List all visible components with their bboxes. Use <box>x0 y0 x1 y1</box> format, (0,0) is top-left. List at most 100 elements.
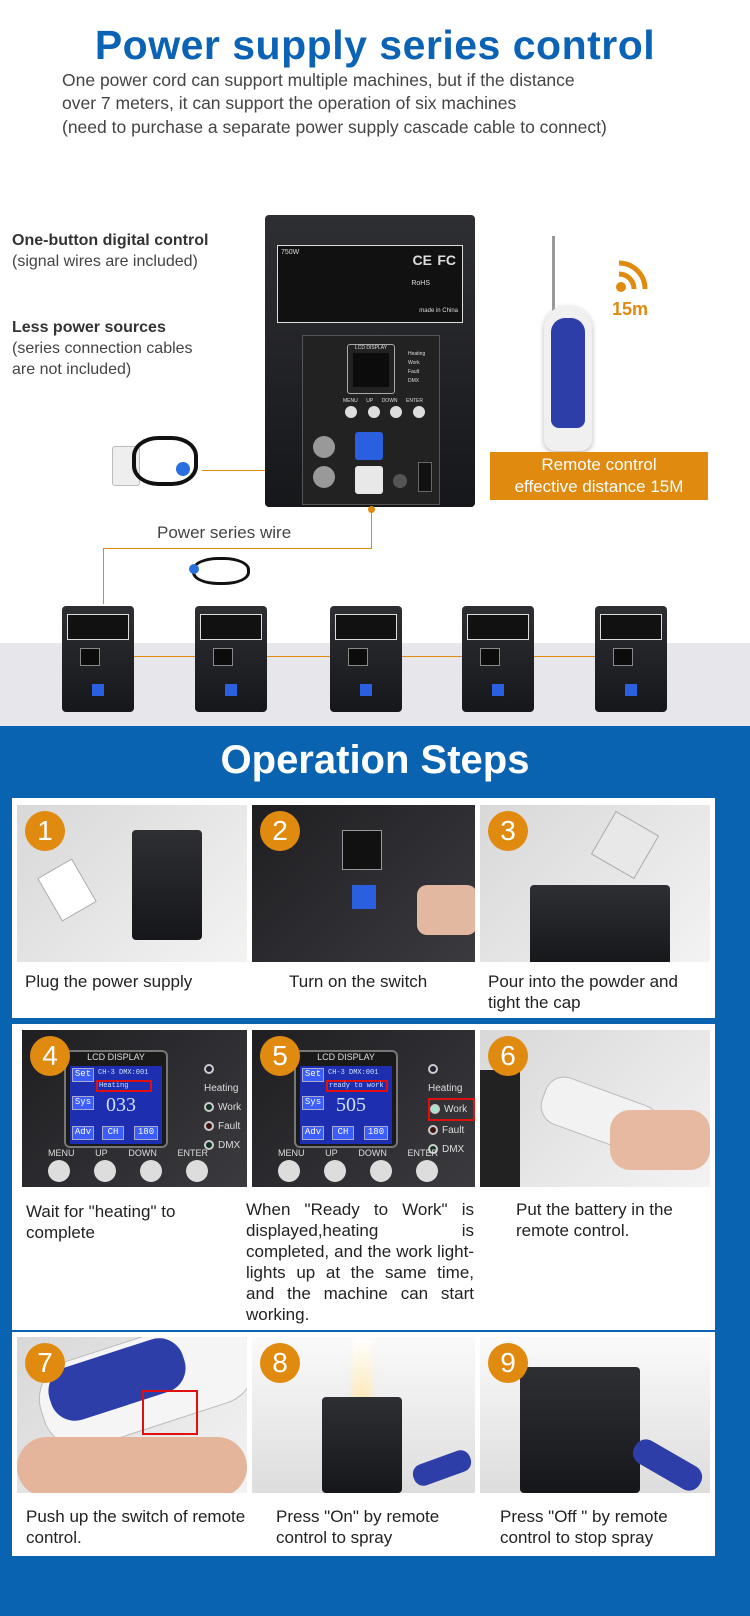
description-line: (need to purchase a separate power suppl… <box>62 117 607 137</box>
down-label: DOWN <box>381 398 398 404</box>
feature-title: One-button digital control <box>12 232 209 249</box>
down-button-icon <box>390 406 403 418</box>
lcd-sys: Sys <box>302 1096 324 1110</box>
down-button-icon <box>370 1160 392 1182</box>
feature-subtitle: (series connection cables <box>12 340 193 357</box>
lcd-ch: CH <box>102 1126 124 1140</box>
step-number: 5 <box>260 1036 300 1076</box>
step-caption: Press "Off " by remote control to stop s… <box>500 1507 668 1547</box>
enter-button-icon <box>416 1160 438 1182</box>
feature-subtitle: are not included) <box>12 361 132 378</box>
remote-range-banner: Remote control effective distance 15M <box>490 452 708 500</box>
lcd-label: LCD DISPLAY <box>317 1052 375 1062</box>
menu-button-icon <box>278 1160 300 1182</box>
power-out-icon <box>355 466 383 494</box>
led-label: Fault <box>408 369 420 375</box>
feature-title: Less power sources <box>12 319 166 336</box>
series-machine <box>195 606 267 712</box>
menu-label: MENU <box>343 398 358 404</box>
fuse-icon <box>393 474 407 488</box>
dmx-in-icon <box>313 436 335 458</box>
step-number: 1 <box>25 811 65 851</box>
led-heating: Heating <box>204 1060 247 1098</box>
up-label: UP <box>366 398 374 404</box>
banner-line: Remote control <box>541 455 657 474</box>
up-button-icon <box>367 406 380 418</box>
lcd-temperature: 505 <box>336 1094 366 1116</box>
down-label: DOWN <box>128 1148 157 1158</box>
step-1-image: 1 <box>17 805 247 962</box>
series-machine <box>595 606 667 712</box>
series-machine <box>62 606 134 712</box>
dmx-out-icon <box>313 466 335 488</box>
cable-image <box>112 432 202 494</box>
series-cable-image <box>189 557 250 585</box>
page-title: Power supply series control <box>94 22 656 68</box>
step-number: 8 <box>260 1343 300 1383</box>
fc-mark: FC <box>437 252 456 268</box>
lcd-channel: CH-3 DMX:001 <box>328 1069 379 1077</box>
led-dmx: DMX <box>204 1136 247 1155</box>
enter-button-icon <box>412 406 425 418</box>
remote-range: 15m <box>612 299 649 319</box>
power-in-icon <box>355 432 383 460</box>
step-5-image: LCD DISPLAY Set Sys Adv CH 180 CH-3 DMX:… <box>252 1030 475 1187</box>
lcd-set: Set <box>72 1068 94 1082</box>
led-heating: Heating <box>428 1060 475 1098</box>
feature-subtitle: (signal wires are included) <box>12 253 198 270</box>
step-caption: Put the battery in the remote control. <box>516 1200 673 1240</box>
power-rating: 750W <box>281 249 300 256</box>
lcd-status: Heating <box>96 1080 152 1092</box>
led-label: Work <box>408 360 420 366</box>
led-fault: Fault <box>428 1121 475 1140</box>
step-6-image: 6 <box>480 1030 710 1187</box>
enter-label: ENTER <box>177 1148 208 1158</box>
step-number: 6 <box>488 1036 528 1076</box>
step-8-image: 8 <box>252 1337 475 1493</box>
up-button-icon <box>324 1160 346 1182</box>
step-caption: Push up the switch of remote control. <box>26 1507 246 1547</box>
menu-label: MENU <box>278 1148 305 1158</box>
led-label: Heating <box>408 351 426 357</box>
step-caption: When "Ready to Work" is displayed,heatin… <box>246 1200 474 1324</box>
section-title: Operation Steps <box>220 738 530 782</box>
step-caption: Press "On" by remote control to spray <box>276 1507 440 1547</box>
remote-control-image <box>540 236 595 451</box>
step-caption: Wait for "heating" to complete <box>26 1202 176 1242</box>
ce-mark: CE <box>412 252 432 268</box>
lcd-channel: CH-3 DMX:001 <box>98 1069 149 1077</box>
banner-line: effective distance 15M <box>514 477 684 496</box>
lcd-180: 180 <box>134 1126 158 1140</box>
step-9-image: 9 <box>480 1337 710 1493</box>
menu-button-icon <box>48 1160 70 1182</box>
step-caption: Plug the power supply <box>25 972 193 991</box>
lcd-set: Set <box>302 1068 324 1082</box>
step-number: 2 <box>260 811 300 851</box>
wireless-signal-icon <box>616 260 648 292</box>
up-label: UP <box>95 1148 108 1158</box>
step-4-image: LCD DISPLAY Set Sys Adv CH 180 CH-3 DMX:… <box>22 1030 247 1187</box>
step-caption: Pour into the powder and tight the cap <box>488 972 678 1012</box>
led-fault: Fault <box>204 1117 247 1136</box>
description-line: over 7 meters, it can support the operat… <box>62 93 517 113</box>
lcd-ch: CH <box>332 1126 354 1140</box>
down-label: DOWN <box>358 1148 387 1158</box>
lcd-adv: Adv <box>302 1126 324 1140</box>
menu-button-icon <box>345 406 357 418</box>
step-number: 7 <box>25 1343 65 1383</box>
lcd-adv: Adv <box>72 1126 94 1140</box>
description-line: One power cord can support multiple mach… <box>62 70 575 90</box>
series-wire-label: Power series wire <box>157 523 292 542</box>
rohs-mark: RoHS <box>411 280 430 287</box>
step-7-image: 7 <box>17 1337 247 1493</box>
step-number: 4 <box>30 1036 70 1076</box>
menu-label: MENU <box>48 1148 75 1158</box>
lcd-temperature: 033 <box>106 1094 136 1116</box>
lcd-sys: Sys <box>72 1096 94 1110</box>
lcd-status: ready to work <box>326 1080 388 1092</box>
step-number: 3 <box>488 811 528 851</box>
down-button-icon <box>140 1160 162 1182</box>
enter-label: ENTER <box>407 1148 438 1158</box>
enter-label: ENTER <box>406 398 423 404</box>
made-in-label: made in China <box>419 308 458 314</box>
